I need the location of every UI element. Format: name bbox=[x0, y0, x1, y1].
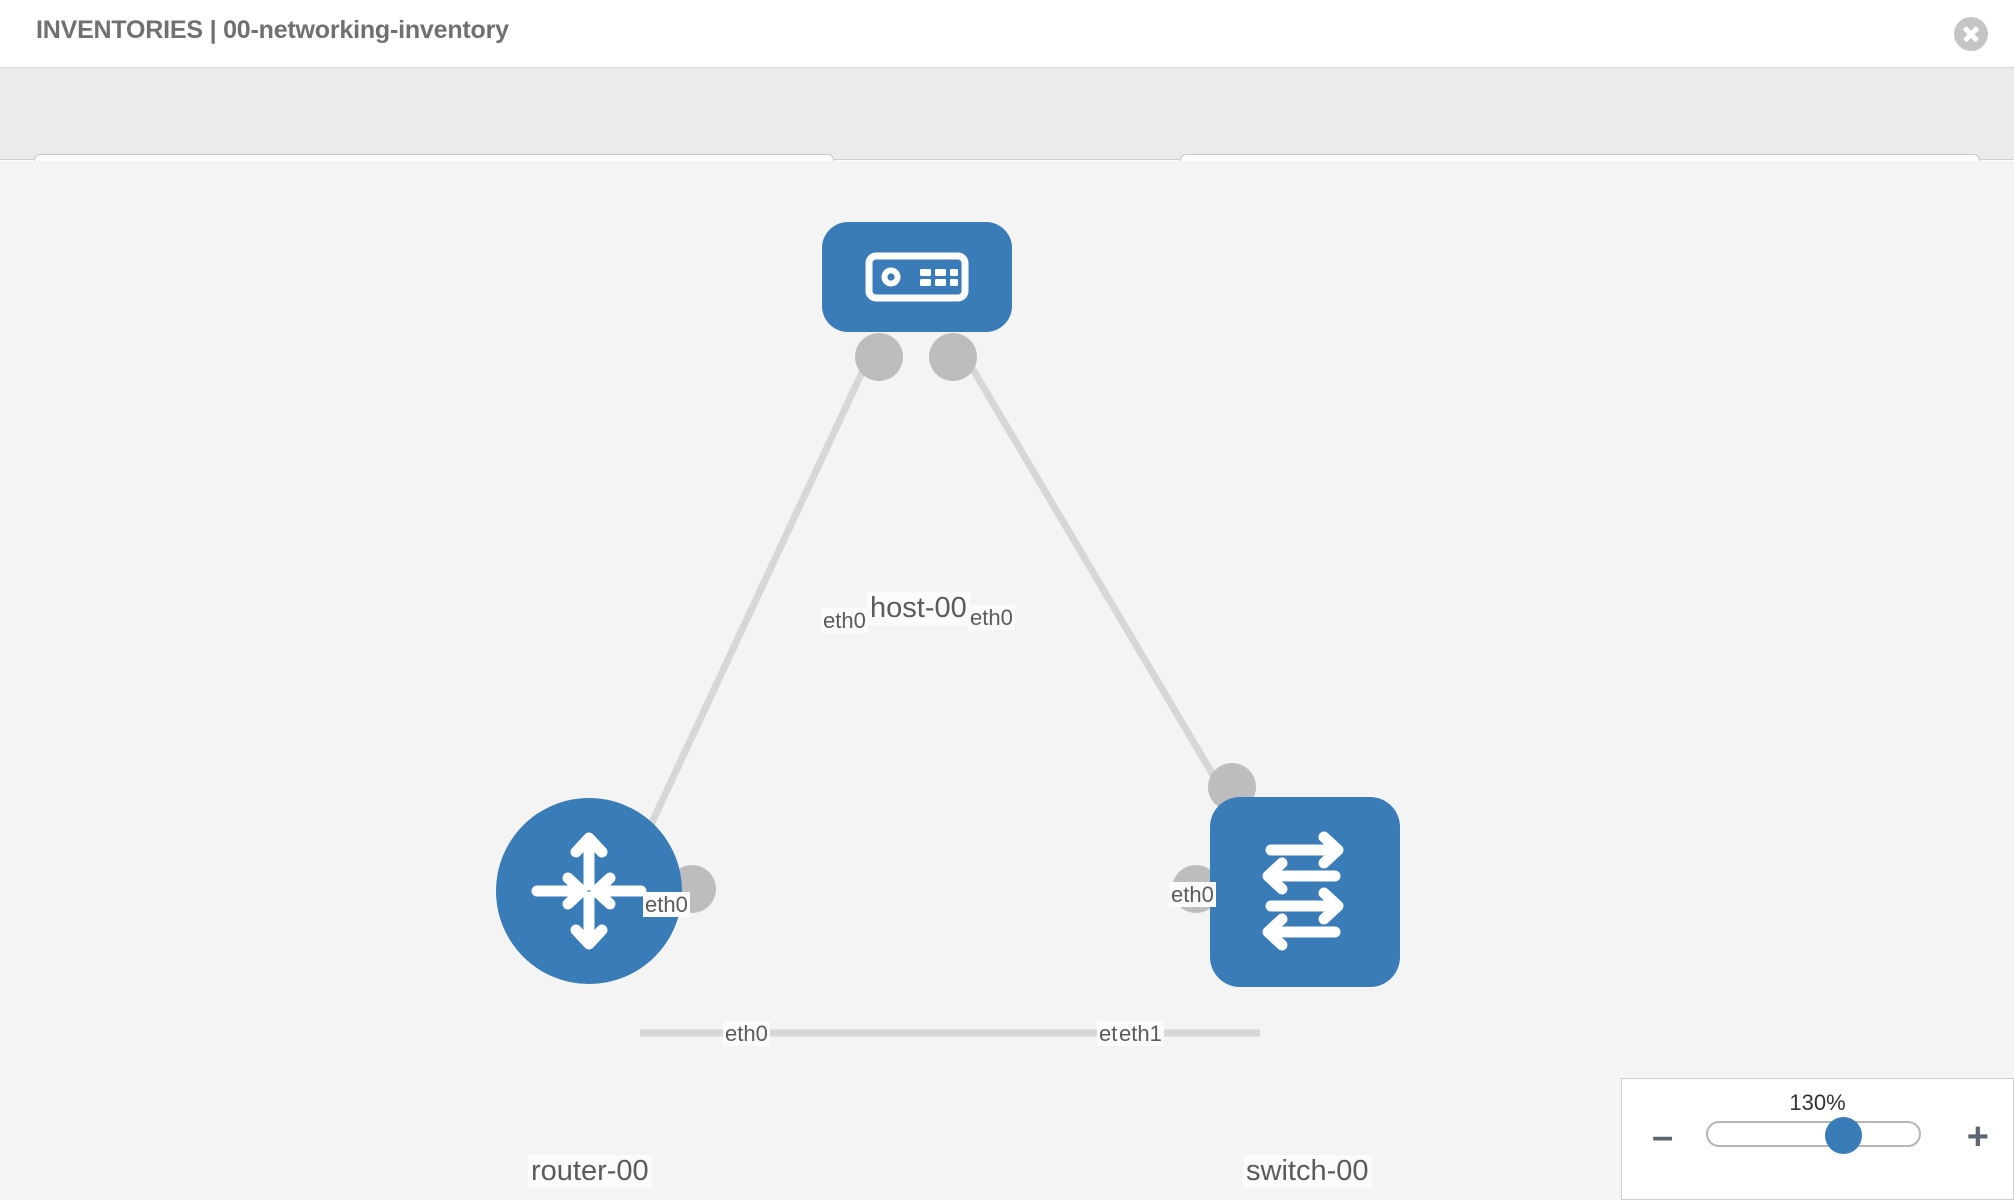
topology-canvas[interactable]: eth0 eth0 eth0 eth0 eth0 eth0 eth1 host-… bbox=[0, 161, 2014, 1200]
edge-label-router-uplink-eth0: eth0 bbox=[643, 892, 690, 918]
node-switch-00[interactable] bbox=[1210, 797, 1400, 987]
page-header: INVENTORIES | 00-networking-inventory bbox=[0, 0, 2014, 68]
port-host-eth0-right bbox=[929, 333, 977, 381]
port-host-eth0-left bbox=[855, 333, 903, 381]
node-label-router-00: router-00 bbox=[528, 1155, 652, 1189]
zoom-slider[interactable] bbox=[1706, 1117, 1921, 1154]
zoom-slider-thumb[interactable] bbox=[1825, 1117, 1862, 1154]
edge-host-router bbox=[630, 349, 876, 863]
zoom-control-panel: 130% – + bbox=[1621, 1078, 2014, 1200]
zoom-out-button[interactable]: – bbox=[1652, 1116, 1674, 1158]
topology-graph bbox=[496, 222, 1400, 1037]
edge-label-switch-uplink-eth0: eth0 bbox=[1169, 882, 1216, 908]
node-router-00[interactable] bbox=[496, 798, 682, 984]
edge-label-switch-eth1: eth1 bbox=[1117, 1021, 1164, 1047]
edge-label-router-eth0: eth0 bbox=[723, 1021, 770, 1047]
close-icon[interactable] bbox=[1954, 17, 1988, 51]
zoom-in-button[interactable]: + bbox=[1966, 1116, 1989, 1158]
toolbar: ACTIONS SEARCH bbox=[0, 68, 2014, 209]
edge-label-host-eth0-left: eth0 bbox=[821, 608, 868, 634]
page-title: INVENTORIES | 00-networking-inventory bbox=[36, 16, 509, 44]
node-host-00[interactable] bbox=[822, 222, 1012, 332]
edge-host-switch bbox=[958, 349, 1262, 853]
edge-label-host-eth0-right: eth0 bbox=[968, 605, 1015, 631]
zoom-level-label: 130% bbox=[1789, 1090, 1846, 1115]
node-label-host-00: host-00 bbox=[867, 592, 970, 626]
topology-edges bbox=[630, 349, 1262, 1037]
node-label-switch-00: switch-00 bbox=[1243, 1155, 1372, 1189]
